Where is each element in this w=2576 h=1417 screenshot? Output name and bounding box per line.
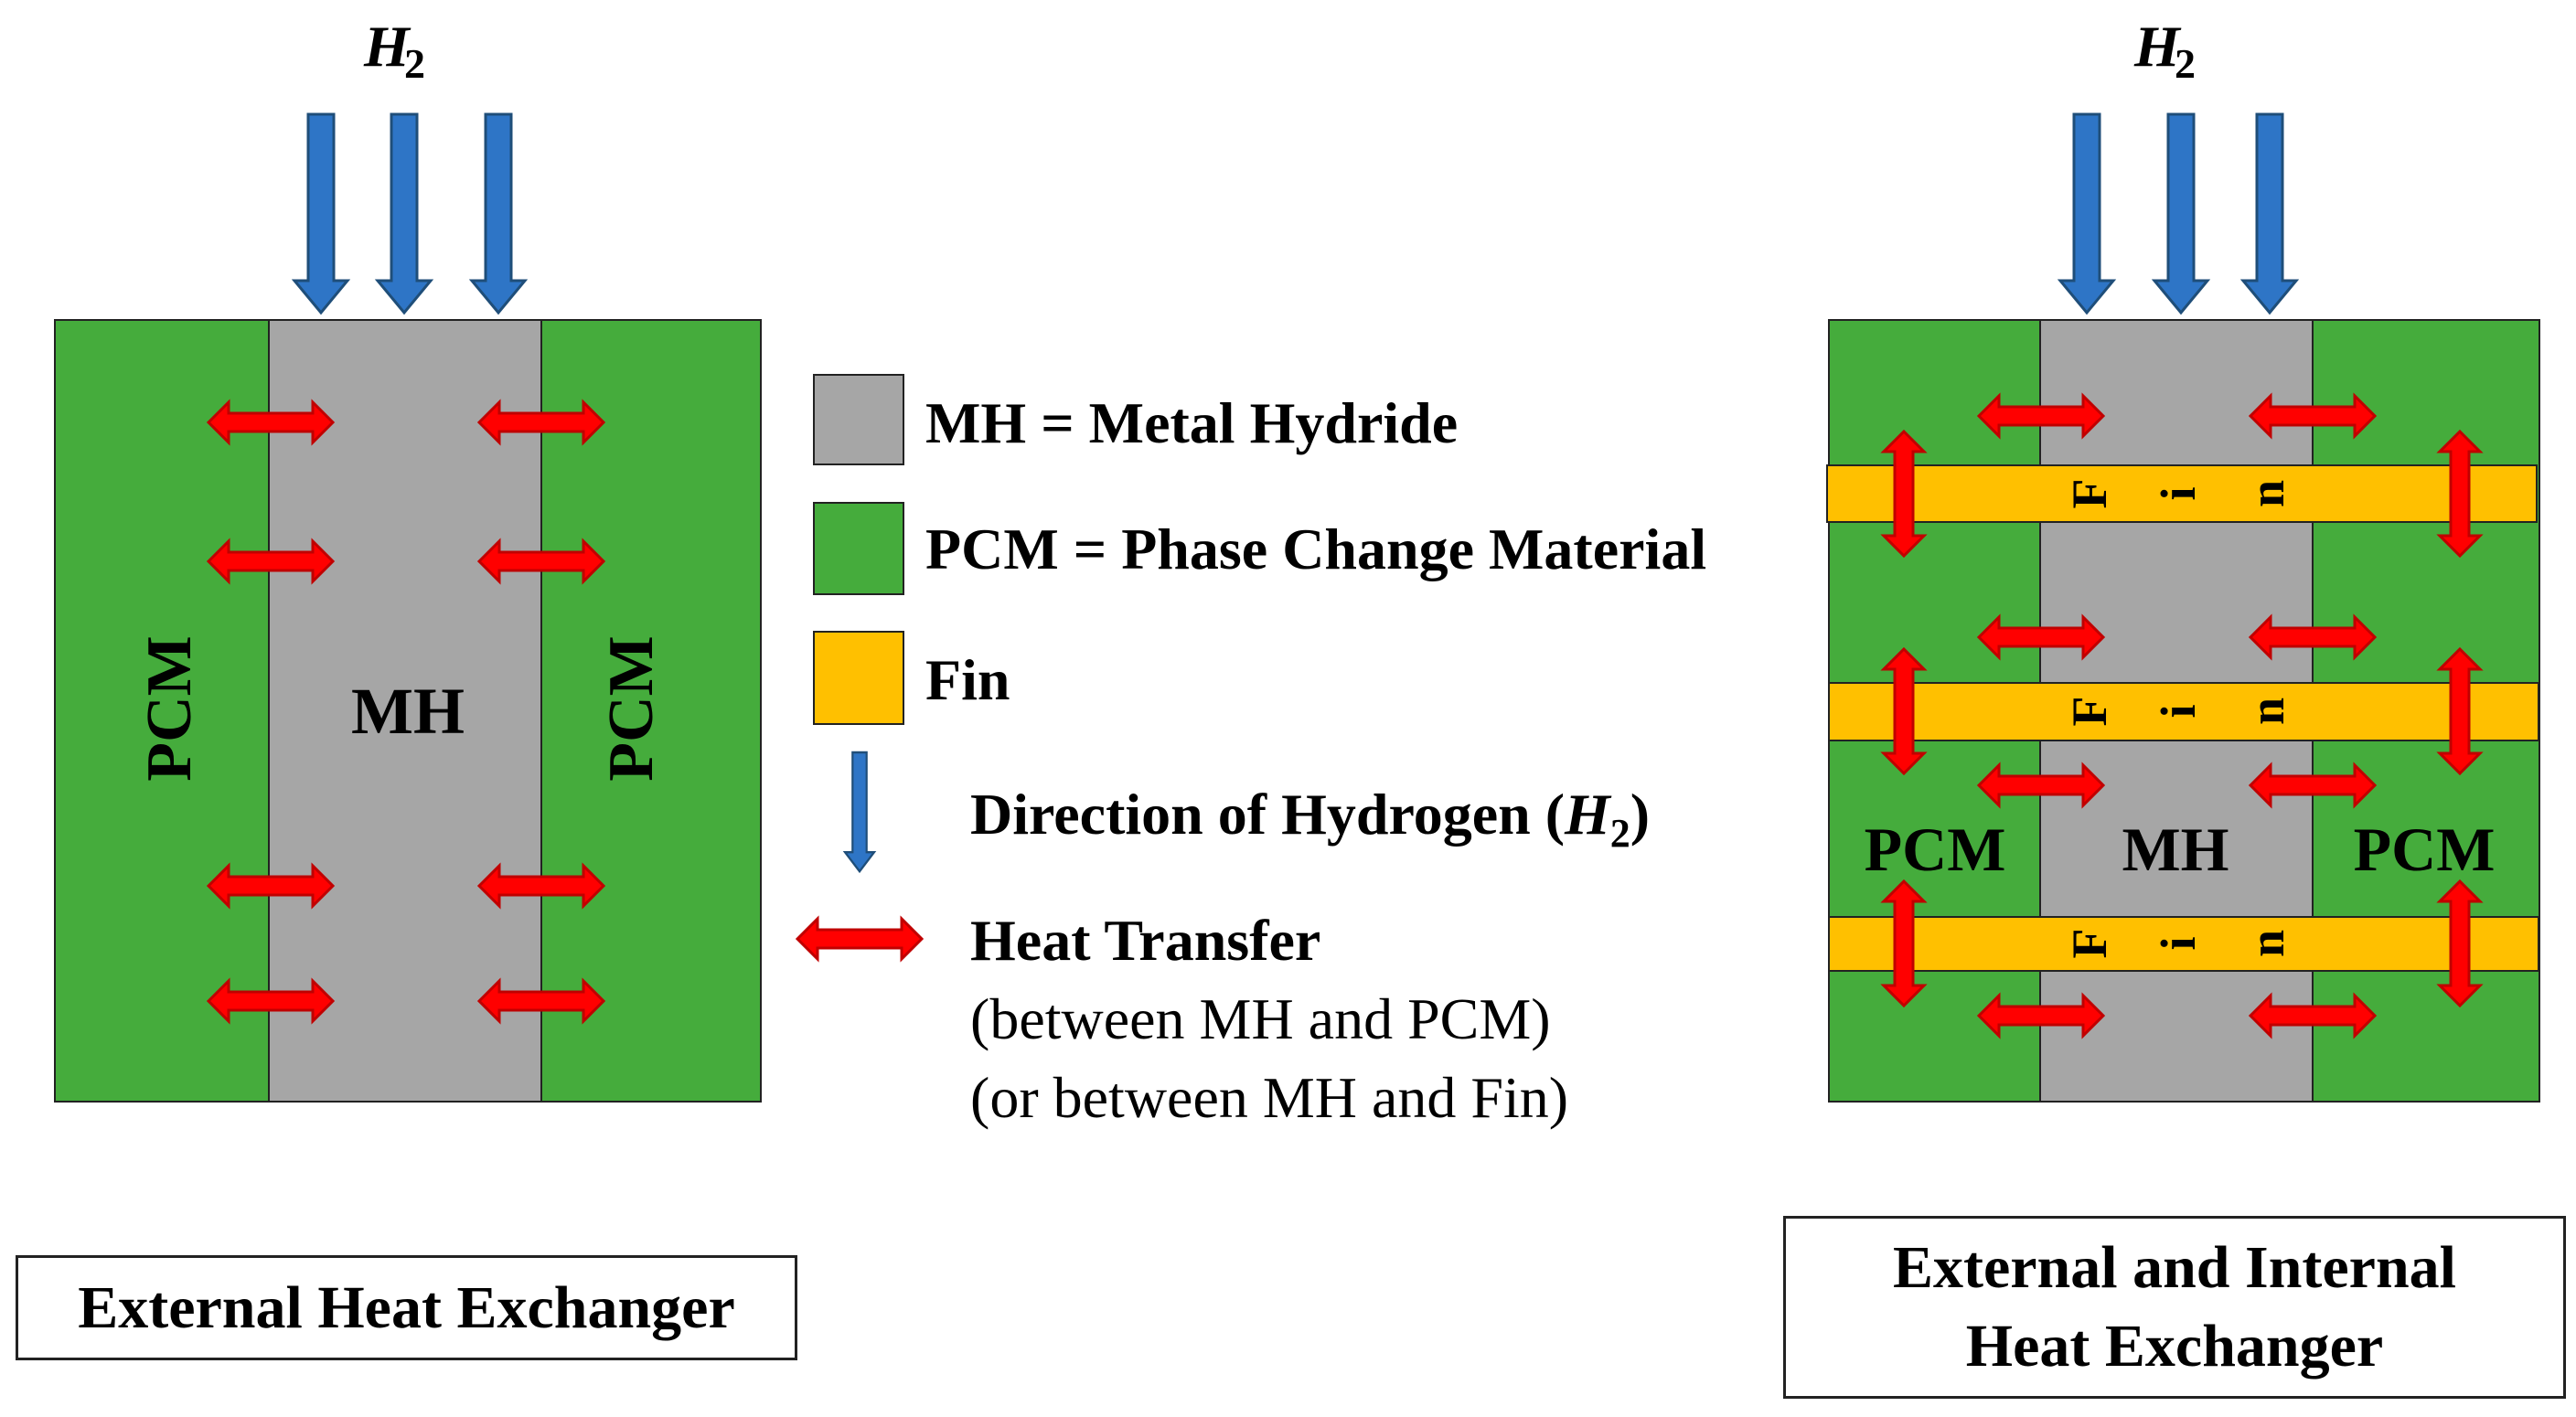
svg-text:i: i xyxy=(2151,486,2206,500)
svg-text:F: F xyxy=(2062,697,2117,727)
svg-text:n: n xyxy=(2239,930,2294,957)
legend-mh-text: MH = Metal Hydride xyxy=(925,390,1458,455)
legend-heat-title: Heat Transfer xyxy=(970,908,1320,973)
right-caption-line2: Heat Exchanger xyxy=(1965,1313,2384,1380)
svg-text:F: F xyxy=(2062,479,2117,509)
fin-letter: i xyxy=(2151,704,2206,718)
legend-fin-text: Fin xyxy=(925,647,1010,712)
legend-pcm-text: PCM = Phase Change Material xyxy=(925,517,1706,581)
hydrogen-arrow-icon xyxy=(293,112,349,314)
fin-bar xyxy=(1828,682,2539,741)
svg-text:H: H xyxy=(2133,14,2182,79)
fin-top: F i n xyxy=(1826,464,2538,523)
left-pcm-region-inner xyxy=(540,319,762,1103)
hydrogen-arrow-icon xyxy=(2153,112,2209,314)
fin-letter: n xyxy=(2239,930,2294,957)
svg-text:2: 2 xyxy=(404,40,425,87)
fin-letter: F xyxy=(2062,929,2117,959)
hydrogen-arrow-icon xyxy=(376,112,433,314)
fin-middle: F i n xyxy=(1828,682,2539,741)
left-mh-region xyxy=(268,319,542,1103)
fin-letter: i xyxy=(2151,486,2206,500)
right-pcm-label-2: PCM xyxy=(2354,815,2496,884)
left-mh-label: MH xyxy=(351,675,465,748)
fin-letter: i xyxy=(2151,936,2206,950)
legend-pcm-swatch xyxy=(813,502,904,595)
legend-heat-transfer-icon xyxy=(796,917,924,961)
legend-heat-line1: (between MH and PCM) xyxy=(970,986,1551,1051)
right-caption-line1: External and Internal xyxy=(1892,1234,2457,1302)
svg-text:i: i xyxy=(2151,936,2206,950)
legend-heat-line2: (or between MH and Fin) xyxy=(970,1065,1568,1130)
left-exchanger xyxy=(54,319,762,1103)
svg-text:n: n xyxy=(2239,480,2294,507)
fin-letter: n xyxy=(2239,698,2294,725)
left-pcm-label-1: PCM xyxy=(134,635,205,781)
fin-letter: F xyxy=(2062,479,2117,509)
svg-text:2: 2 xyxy=(2175,40,2196,87)
left-caption-text: External Heat Exchanger xyxy=(78,1273,735,1341)
left-pcm-region-outer xyxy=(54,319,270,1103)
hydrogen-arrow-icon xyxy=(2241,112,2298,314)
svg-text:H: H xyxy=(363,14,412,79)
left-caption: External Heat Exchanger xyxy=(16,1255,797,1360)
right-pcm-label-1: PCM xyxy=(1865,815,2006,884)
fin-bottom: F i n xyxy=(1828,916,2539,972)
right-h2-label: H 2 xyxy=(2133,14,2196,87)
left-h2-label: H 2 xyxy=(363,14,425,87)
hydrogen-arrow-icon xyxy=(2058,112,2115,314)
svg-text:n: n xyxy=(2239,698,2294,725)
fin-bar xyxy=(1826,464,2538,523)
right-caption: External and Internal Heat Exchanger xyxy=(1783,1216,2566,1399)
legend: MH = Metal Hydride PCM = Phase Change Ma… xyxy=(796,374,1706,1130)
svg-text:i: i xyxy=(2151,704,2206,718)
legend-hydrogen-text: Direction of Hydrogen (H2) xyxy=(970,782,1650,856)
left-pcm-label-2: PCM xyxy=(596,635,667,781)
fin-letter: n xyxy=(2239,480,2294,507)
right-mh-label: MH xyxy=(2122,815,2229,884)
fin-letter: F xyxy=(2062,697,2117,727)
svg-text:F: F xyxy=(2062,929,2117,959)
legend-hydrogen-arrow-icon xyxy=(842,751,877,874)
hydrogen-arrow-icon xyxy=(470,112,527,314)
legend-mh-swatch xyxy=(813,374,904,465)
fin-bar xyxy=(1828,916,2539,972)
legend-fin-swatch xyxy=(813,631,904,725)
